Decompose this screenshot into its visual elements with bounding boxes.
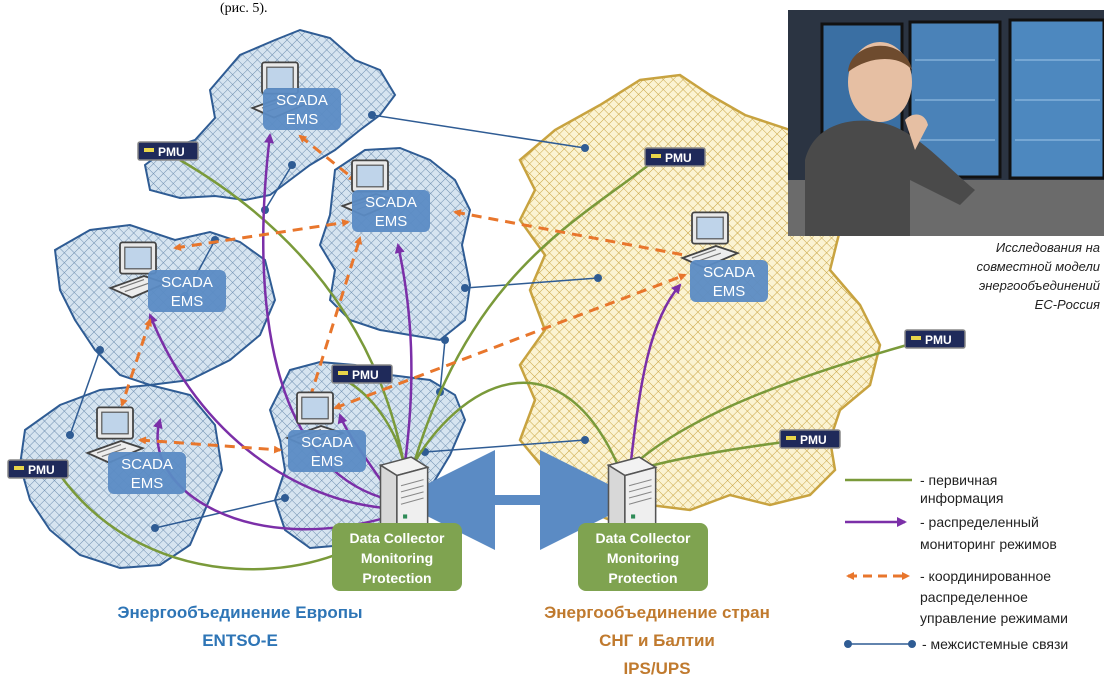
ems-label: EMS	[375, 213, 408, 230]
ems-label: EMS	[171, 293, 204, 310]
photo-caption-line-2: совместной модели	[977, 259, 1100, 274]
ems-label: EMS	[286, 111, 319, 128]
pmu-device: PMU	[904, 329, 966, 349]
dc-line-2: Monitoring	[361, 550, 433, 566]
pmu-device: PMU	[137, 141, 199, 161]
scada-box	[148, 270, 226, 312]
dc-line-1: Data Collector	[596, 530, 691, 546]
data-collector-cis: Data Collector Monitoring Protection	[578, 523, 708, 591]
data-collector-europe: Data Collector Monitoring Protection	[332, 523, 462, 591]
coordinated-control-lines	[120, 134, 702, 454]
pmu-device: PMU	[331, 364, 393, 384]
europe-subtitle: ENTSO-E	[202, 631, 278, 650]
legend-coordinated-line-2: распределенное	[920, 589, 1028, 605]
dc-line-1: Data Collector	[350, 530, 445, 546]
pmu-device: PMU	[7, 459, 69, 479]
scada-node: SCADA EMS	[681, 211, 768, 302]
scada-node: SCADA EMS	[109, 241, 226, 312]
scada-label: SCADA	[121, 456, 173, 473]
photo-caption-line-4: ЕС-Россия	[1035, 297, 1100, 312]
legend-primary-line-1: - первичная	[920, 472, 997, 488]
dc-line-3: Protection	[362, 570, 431, 586]
scada-box	[288, 430, 366, 472]
ems-label: EMS	[131, 475, 164, 492]
legend: - первичная информация - распределенный …	[844, 472, 1068, 652]
dc-line-3: Protection	[608, 570, 677, 586]
legend-coordinated-line-1: - координированное	[920, 568, 1051, 584]
scada-box	[263, 88, 341, 130]
dc-line-2: Monitoring	[607, 550, 679, 566]
scada-label: SCADA	[703, 264, 755, 281]
pmu-label: PMU	[28, 463, 55, 477]
pmu-label: PMU	[158, 145, 185, 159]
scada-label: SCADA	[365, 194, 417, 211]
scada-box	[352, 190, 430, 232]
scada-label: SCADA	[161, 274, 213, 291]
scada-label: SCADA	[301, 434, 353, 451]
photo-caption-line-3: энергообъединений	[979, 278, 1100, 293]
cis-code: IPS/UPS	[623, 659, 690, 678]
scada-node: SCADA EMS	[86, 406, 186, 494]
pmu-label: PMU	[800, 433, 827, 447]
scada-node: SCADA EMS	[341, 159, 430, 232]
pmu-device: PMU	[644, 147, 706, 167]
europe-title: Энергообъединение Европы	[117, 603, 362, 622]
scada-node: SCADA EMS	[251, 61, 341, 130]
pmu-label: PMU	[352, 368, 379, 382]
scada-box	[108, 452, 186, 494]
header-fragment: (рис. 5).	[220, 1, 268, 16]
pmu-label: PMU	[925, 333, 952, 347]
ems-label: EMS	[713, 283, 746, 300]
cis-subtitle: СНГ и Балтии	[599, 631, 715, 650]
photo-caption-line-1: Исследования на	[996, 240, 1100, 255]
cis-title: Энергообъединение стран	[544, 603, 770, 622]
legend-tie-line-1: - межсистемные связи	[922, 636, 1068, 652]
legend-coordinated-line-3: управление режимами	[920, 610, 1068, 626]
legend-primary-line-2: информация	[920, 490, 1003, 506]
scada-box	[690, 260, 768, 302]
legend-monitoring-line-2: мониторинг режимов	[920, 536, 1057, 552]
legend-monitoring-line-1: - распределенный	[920, 514, 1039, 530]
pmu-label: PMU	[665, 151, 692, 165]
scada-label: SCADA	[276, 92, 328, 109]
research-photo	[788, 10, 1104, 236]
pmu-device: PMU	[779, 429, 841, 449]
ems-label: EMS	[311, 453, 344, 470]
scada-node: SCADA EMS	[286, 391, 366, 472]
